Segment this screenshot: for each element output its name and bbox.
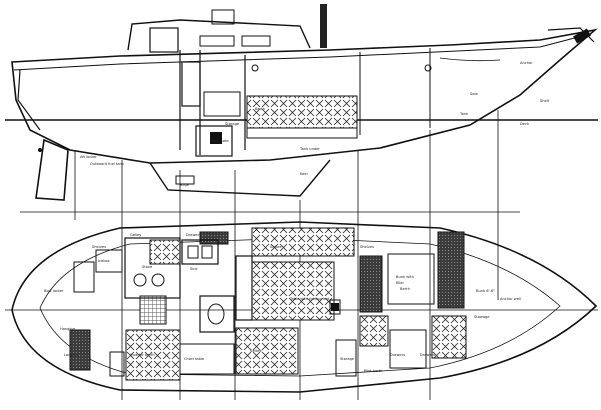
profile-sheer: [13, 33, 591, 71]
plan-label-shelves-2: Shelves: [360, 245, 374, 249]
plan-label-galley: Galley: [130, 233, 142, 237]
profile-doghouse: [149, 27, 179, 53]
profile-transom: [17, 69, 41, 131]
plan-settee-port: [235, 327, 299, 375]
profile-label-keel: Keel: [300, 172, 308, 176]
plan-label-bunk-3: filler: [396, 281, 404, 285]
plan-vberth-stbd: [387, 253, 435, 305]
profile-label-shelf: Shelf: [540, 99, 550, 103]
plan-stove-burner: [151, 273, 165, 287]
plan-stove-area: [149, 239, 181, 265]
plan-label-drawers-3: Drawers: [420, 353, 435, 357]
plan-label-shelves: Shelves: [92, 245, 106, 249]
profile-bow-fitting: [573, 28, 591, 44]
plan-locker-port: [335, 339, 357, 377]
plan-label-anchor-well: Anchor well: [500, 297, 521, 301]
plan-vberth-port: [431, 315, 467, 359]
profile-keel-ballast: [175, 175, 195, 185]
plan-sink: [181, 239, 219, 265]
plan-sink-bowl: [187, 245, 199, 259]
plan-label-icebox: Icebox: [98, 259, 111, 263]
plan-label-stowage: Stowage: [474, 315, 490, 319]
profile-settee: [246, 95, 358, 129]
profile-hatch: [211, 9, 235, 25]
profile-berth-block: [203, 91, 241, 117]
plan-settee-stbd: [251, 227, 355, 257]
profile-galley-block: [181, 61, 201, 107]
profile-port-light: [424, 64, 432, 72]
plan-label-quarter-berth: Quarter berth: [130, 353, 155, 357]
profile-view: Anchor Sole Head note Keel Aft locker Ou…: [5, 4, 598, 201]
plan-toilet: [207, 303, 225, 325]
profile-settee-base: [246, 127, 358, 139]
profile-hull: [11, 28, 598, 164]
plan-stove-burner: [133, 273, 147, 287]
profile-window: [199, 35, 235, 47]
plan-inner-line: [39, 237, 561, 377]
plan-locker-aft: [69, 329, 91, 371]
plan-label-berth: Berth: [400, 287, 410, 291]
plan-label-stove: Stove: [142, 265, 153, 269]
profile-label-storage: Storage: [225, 122, 240, 126]
plan-mast: [331, 303, 339, 311]
profile-pulpit: [547, 27, 595, 43]
profile-label-sole: Sole: [470, 92, 478, 96]
plan-icebox: [95, 249, 123, 273]
plan-hanging-locker: [389, 329, 427, 369]
plan-head: [199, 295, 235, 333]
plan-cockpit-locker: [73, 261, 95, 293]
profile-engine-box: [195, 125, 233, 157]
plan-label-drawers-2: Drawers: [390, 353, 405, 357]
plan-label-sink: Sink: [190, 267, 199, 271]
profile-label-aft-1: Aft locker: [80, 155, 97, 159]
plan-mast-step: [329, 299, 341, 315]
plan-bulkhead-door: [235, 255, 253, 321]
profile-cabin: [127, 19, 311, 51]
profile-keel: [149, 159, 331, 197]
plan-cabin-sole: [139, 295, 167, 325]
plan-locker-fwd: [437, 231, 465, 309]
profile-engine: [210, 132, 222, 144]
plan-label-drawers: Drawers: [186, 233, 201, 237]
profile-label-bilge: Bilge: [180, 183, 190, 187]
profile-vberth-line: [439, 57, 501, 62]
plan-label-storage: Storage: [340, 357, 355, 361]
profile-label-aft-2: Outboard fuel tank: [90, 162, 125, 166]
plan-label-hanging: Hanging: [60, 327, 75, 331]
profile-label-anchor: Anchor: [520, 61, 533, 65]
plan-label-pilot-berth: Pilot berth: [364, 369, 383, 373]
profile-label-berth: Berth: [255, 107, 265, 111]
plan-aft-shelf: [109, 351, 125, 377]
station-lines: [20, 110, 520, 400]
plan-label-settee-stbd: Settee: [270, 245, 283, 249]
profile-label-head: Head note: [210, 139, 229, 143]
plan-saloon-table: [251, 261, 335, 321]
plan-chart-table: [179, 343, 235, 375]
plan-label-bunk-2: Bunk with: [396, 275, 414, 279]
plan-locker-mid: [359, 255, 383, 313]
plan-view: Bow locker Hanging Shelves Settee Settee…: [5, 221, 598, 393]
plan-sink-bowl: [201, 245, 213, 259]
profile-rudder: [35, 138, 69, 201]
profile-mast: [320, 4, 327, 48]
plan-label-table: Table with folding leaf: [289, 297, 330, 301]
plan-pilot-port: [359, 315, 389, 347]
plan-label-settee-port: Settee: [250, 349, 263, 353]
plan-galley: [124, 237, 181, 299]
profile-port-light: [251, 64, 259, 72]
plan-label-lockers: Lockers: [64, 353, 78, 357]
profile-label-deck: Deck: [520, 122, 530, 126]
profile-fitting: [38, 148, 42, 152]
plan-hull: [11, 221, 598, 393]
plan-label-bow-locker: Bow locker: [44, 289, 64, 293]
profile-window: [241, 35, 271, 47]
profile-label-tank-under: Tank under: [299, 147, 320, 151]
plan-label-bunk-1: Bunk 6'-6": [476, 289, 495, 293]
plan-locker-top: [199, 231, 229, 245]
profile-label-tank: Tank: [459, 112, 469, 116]
plan-label-chart-table: Chart table: [184, 357, 205, 361]
